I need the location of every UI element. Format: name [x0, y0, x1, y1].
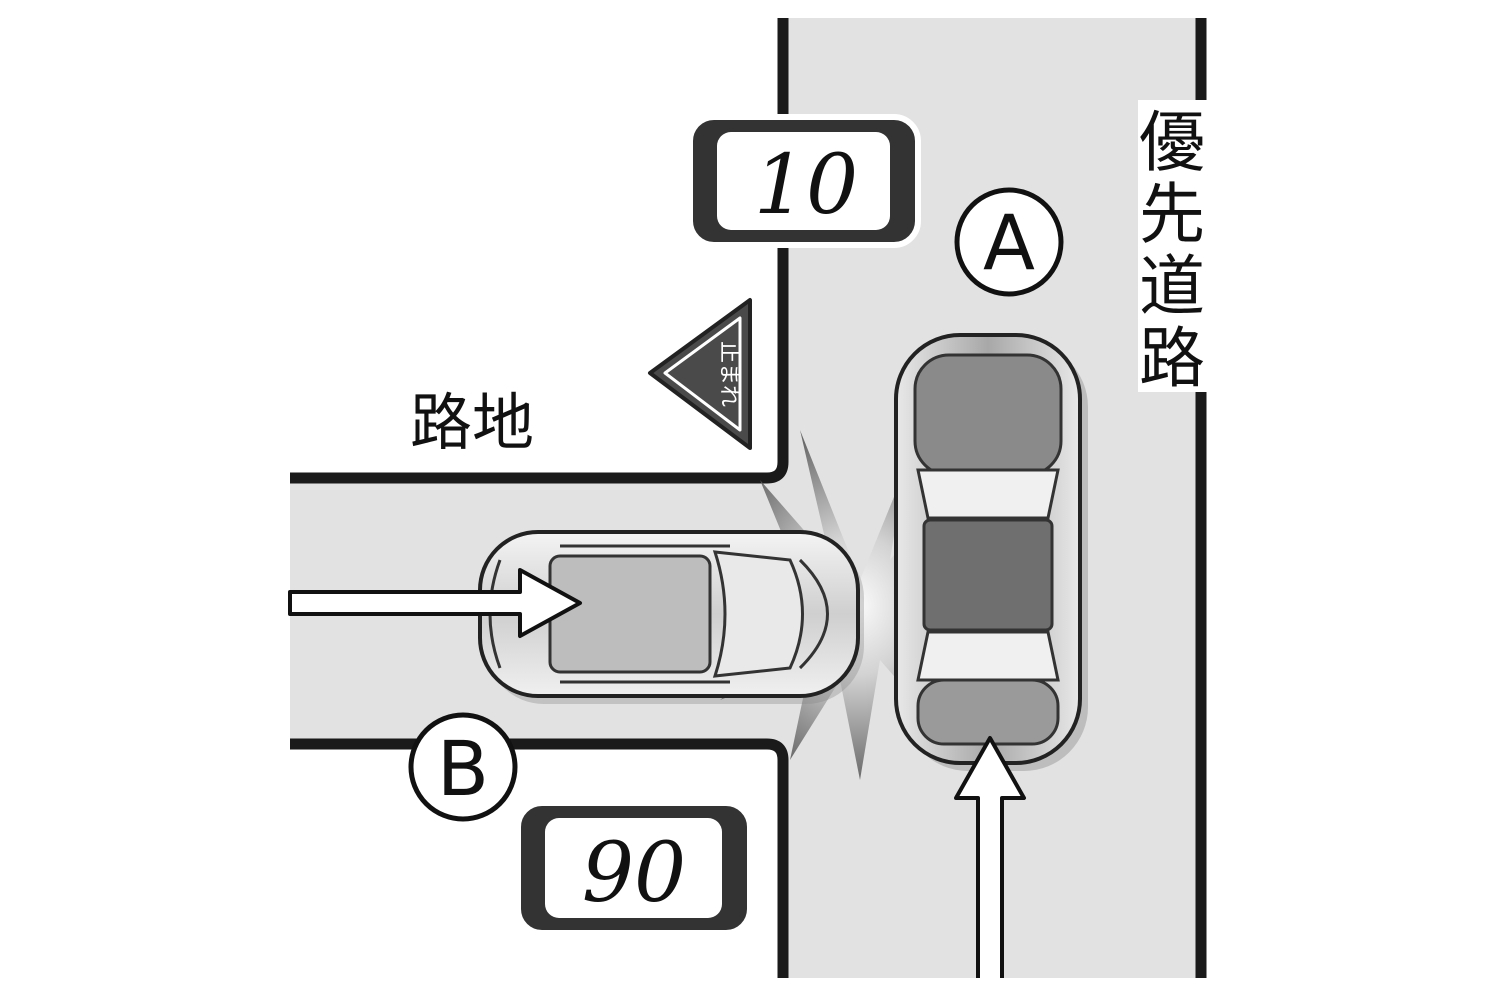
ratio-b-value: 90: [582, 826, 686, 921]
priority-road-char-3: 道: [1139, 248, 1205, 325]
vehicle-a-marker: A: [954, 187, 1064, 297]
vehicle-b-label: B: [437, 724, 489, 813]
priority-road-label: 優 先 道 路: [1138, 100, 1214, 397]
stop-sign-text: 止まれ: [716, 341, 741, 407]
priority-road-left-edge-top: [290, 18, 789, 484]
up-arrow-icon: [954, 736, 1026, 978]
priority-road-char-4: 路: [1139, 320, 1205, 397]
vehicle-b-car: [478, 530, 864, 704]
priority-road-char-2: 先: [1139, 176, 1205, 253]
vehicle-b-marker: B: [408, 712, 518, 822]
priority-road-left-edge-bottom: [290, 738, 789, 978]
stop-sign-icon: 止まれ: [635, 284, 763, 463]
ratio-plate-b: 90: [515, 800, 753, 936]
vehicle-a-car: [894, 333, 1088, 771]
priority-road-char-1: 優: [1139, 104, 1205, 181]
right-arrow-icon: [288, 568, 582, 638]
ratio-plate-a: 10: [687, 114, 921, 248]
alley-label: 路地: [410, 386, 534, 459]
vehicle-a-label: A: [983, 198, 1035, 287]
ratio-a-value: 10: [754, 138, 858, 233]
